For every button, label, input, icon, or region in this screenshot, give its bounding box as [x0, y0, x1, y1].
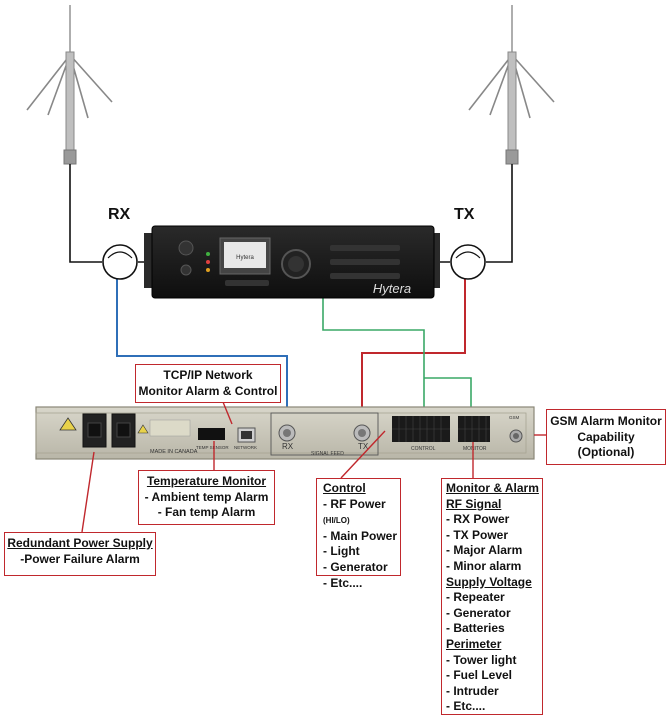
tx-cable [361, 279, 466, 425]
monitor-item: - Batteries [446, 621, 505, 636]
monitor-group-heading: Supply Voltage [446, 574, 532, 589]
monitor-alarm-callout: Monitor & Alarm RF Signal - RX Power - T… [441, 478, 543, 715]
gsm-callout: GSM Alarm Monitor Capability (Optional) [546, 409, 666, 465]
tx-circulator [450, 244, 486, 280]
monitor-port-label: MONITOR [463, 446, 487, 452]
repeater-brand-label: Hytera [373, 281, 411, 296]
power-supply-item: -Power Failure Alarm [20, 551, 140, 566]
control-title: Control [323, 481, 366, 495]
monitor-item: - Fuel Level [446, 668, 513, 683]
monitor-item: - Etc.... [446, 699, 486, 714]
control-callout: Control - RF Power (HI/LO) - Main Power … [316, 478, 401, 590]
control-item: - Light [323, 544, 360, 559]
monitor-item: - Minor alarm [446, 558, 522, 573]
gsm-port-label: GSM [509, 415, 520, 420]
network-callout-line2: Monitor Alarm & Control [138, 383, 278, 398]
temperature-title: Temperature Monitor [146, 474, 267, 488]
control-port-label: CONTROL [411, 446, 436, 452]
temperature-callout: Temperature Monitor - Ambient temp Alarm… [138, 470, 275, 525]
controller-panel: MADE IN CANADA TEMP SENSOR NETWORK RX TX… [35, 406, 535, 460]
rx-antenna [26, 5, 113, 165]
temperature-item: - Fan temp Alarm [157, 505, 256, 520]
gsm-callout-line3: (Optional) [577, 445, 635, 460]
network-label: NETWORK [234, 445, 257, 450]
rx-label: RX [108, 206, 131, 223]
monitor-item: - Tower light [446, 652, 517, 667]
made-in-label: MADE IN CANADA [150, 449, 198, 455]
repeater-screen-text: Hytera [236, 255, 254, 261]
monitor-item: - Repeater [446, 590, 505, 605]
network-callout-line1: TCP/IP Network [163, 368, 253, 382]
monitor-item: - TX Power [446, 527, 509, 542]
power-supply-title: Redundant Power Supply [7, 536, 153, 550]
rx-port-label: RX [282, 442, 294, 451]
tx-antenna [468, 5, 555, 165]
temp-sensor-label: TEMP SENSOR [196, 445, 229, 450]
temperature-item: - Ambient temp Alarm [144, 489, 269, 504]
monitor-cable [424, 377, 472, 414]
callout-leaders [81, 401, 546, 533]
power-supply-callout: Redundant Power Supply -Power Failure Al… [4, 532, 156, 576]
rx-circulator [102, 244, 138, 280]
monitor-group-heading: RF Signal [446, 496, 502, 511]
control-item-rf-power: - RF Power (HI/LO) [323, 497, 400, 529]
monitor-title: Monitor & Alarm [446, 481, 539, 495]
signal-feed-label: SIGNAL FEED [311, 451, 344, 457]
network-callout: TCP/IP Network Monitor Alarm & Control [135, 364, 281, 403]
monitor-item: - RX Power [446, 512, 510, 527]
tx-port-label: TX [358, 442, 369, 451]
monitor-item: - Generator [446, 605, 511, 620]
repeater-unit: Hytera Hytera [144, 225, 440, 299]
monitor-item: - Intruder [446, 683, 499, 698]
monitor-group-heading: Perimeter [446, 636, 502, 651]
control-cable [322, 298, 425, 414]
gsm-callout-line1: GSM Alarm Monitor [550, 414, 662, 428]
tx-label: TX [454, 206, 475, 223]
rx-cable [116, 279, 288, 425]
control-item: - Main Power [323, 528, 398, 543]
control-rf-power-note: (HI/LO) [323, 516, 350, 526]
control-item: - Generator [323, 559, 388, 574]
gsm-callout-line2: Capability [577, 429, 635, 444]
control-rf-power-text: - RF Power [323, 496, 386, 511]
control-item: - Etc.... [323, 575, 363, 590]
monitor-item: - Major Alarm [446, 543, 523, 558]
